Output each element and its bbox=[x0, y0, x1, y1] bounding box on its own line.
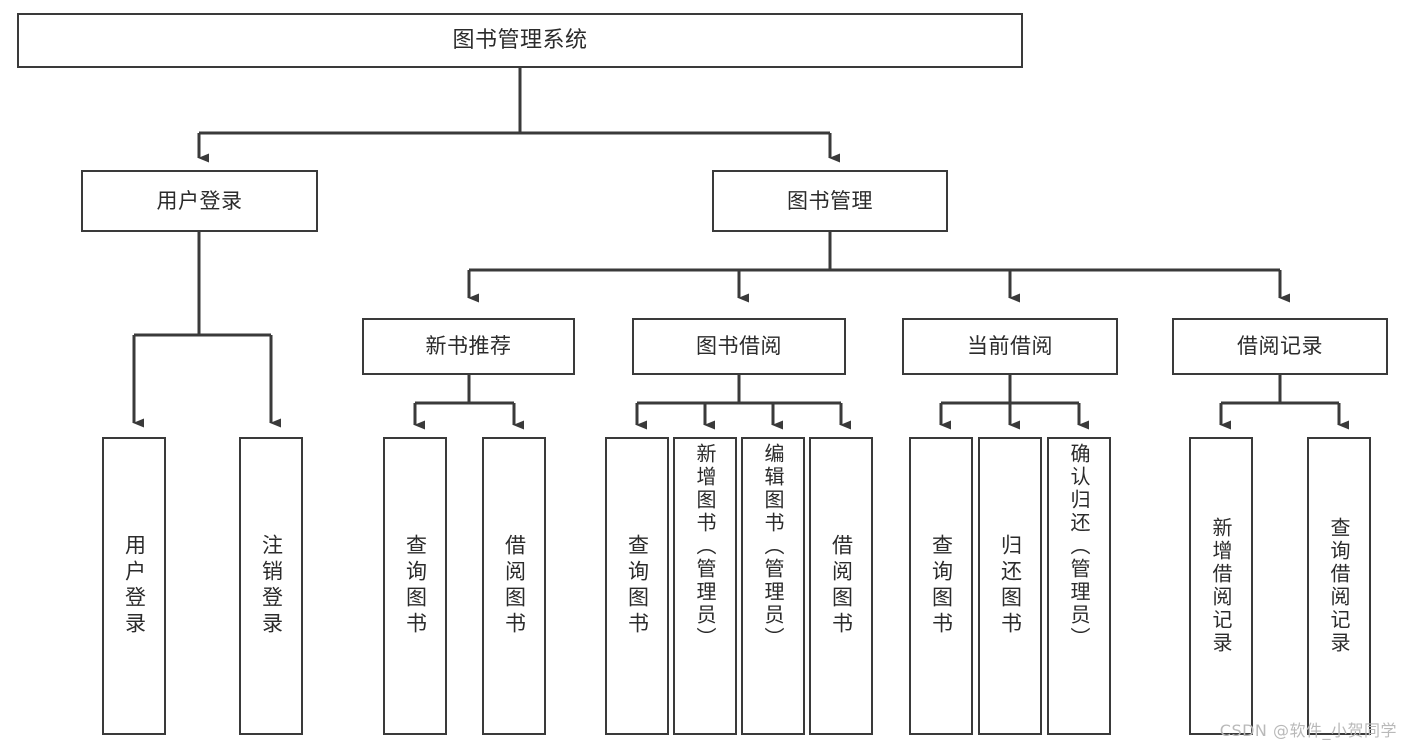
node-label: 新增借阅记录 bbox=[1209, 517, 1233, 655]
node-label: 新增图书（管理员） bbox=[693, 443, 717, 650]
node-label: 借阅图书 bbox=[502, 534, 527, 638]
leaf-add-book-admin[interactable]: 新增图书（管理员） bbox=[673, 437, 737, 735]
node-label: 查询图书 bbox=[403, 534, 428, 638]
node-label: 图书管理 bbox=[787, 188, 873, 213]
node-label: 用户登录 bbox=[156, 188, 243, 213]
leaf-user-logout[interactable]: 注销登录 bbox=[239, 437, 303, 735]
csdn-watermark: CSDN @软件_小贺同学 bbox=[1219, 721, 1397, 740]
leaf-query-book-borrow[interactable]: 查询图书 bbox=[605, 437, 669, 735]
leaf-query-borrow-record[interactable]: 查询借阅记录 bbox=[1307, 437, 1371, 735]
node-current-borrow[interactable]: 当前借阅 bbox=[902, 318, 1118, 375]
leaf-edit-book-admin[interactable]: 编辑图书（管理员） bbox=[741, 437, 805, 735]
node-label: 注销登录 bbox=[259, 534, 284, 638]
leaf-add-borrow-record[interactable]: 新增借阅记录 bbox=[1189, 437, 1253, 735]
node-label: 借阅记录 bbox=[1237, 334, 1323, 359]
node-label: 查询图书 bbox=[625, 534, 650, 638]
leaf-confirm-return-admin[interactable]: 确认归还（管理员） bbox=[1047, 437, 1111, 735]
node-label: 编辑图书（管理员） bbox=[761, 443, 785, 650]
node-borrow-record[interactable]: 借阅记录 bbox=[1172, 318, 1388, 375]
node-book-borrow[interactable]: 图书借阅 bbox=[632, 318, 846, 375]
node-label: 图书管理系统 bbox=[452, 27, 588, 53]
leaf-borrow-book-recommend[interactable]: 借阅图书 bbox=[482, 437, 546, 735]
node-new-book-recommend[interactable]: 新书推荐 bbox=[362, 318, 575, 375]
node-label: 查询借阅记录 bbox=[1327, 517, 1351, 655]
leaf-return-book[interactable]: 归还图书 bbox=[978, 437, 1042, 735]
leaf-query-book-recommend[interactable]: 查询图书 bbox=[383, 437, 447, 735]
node-book-management[interactable]: 图书管理 bbox=[712, 170, 948, 232]
node-label: 用户登录 bbox=[122, 534, 147, 638]
node-label: 图书借阅 bbox=[696, 334, 782, 359]
leaf-borrow-book[interactable]: 借阅图书 bbox=[809, 437, 873, 735]
node-label: 确认归还（管理员） bbox=[1067, 443, 1091, 650]
node-label: 查询图书 bbox=[929, 534, 954, 638]
leaf-query-book-current[interactable]: 查询图书 bbox=[909, 437, 973, 735]
node-root-book-management-system[interactable]: 图书管理系统 bbox=[17, 13, 1023, 68]
node-label: 新书推荐 bbox=[425, 334, 512, 359]
node-user-login[interactable]: 用户登录 bbox=[81, 170, 318, 232]
leaf-user-login[interactable]: 用户登录 bbox=[102, 437, 166, 735]
node-label: 借阅图书 bbox=[829, 534, 854, 638]
node-label: 归还图书 bbox=[998, 534, 1023, 638]
node-label: 当前借阅 bbox=[967, 334, 1053, 359]
